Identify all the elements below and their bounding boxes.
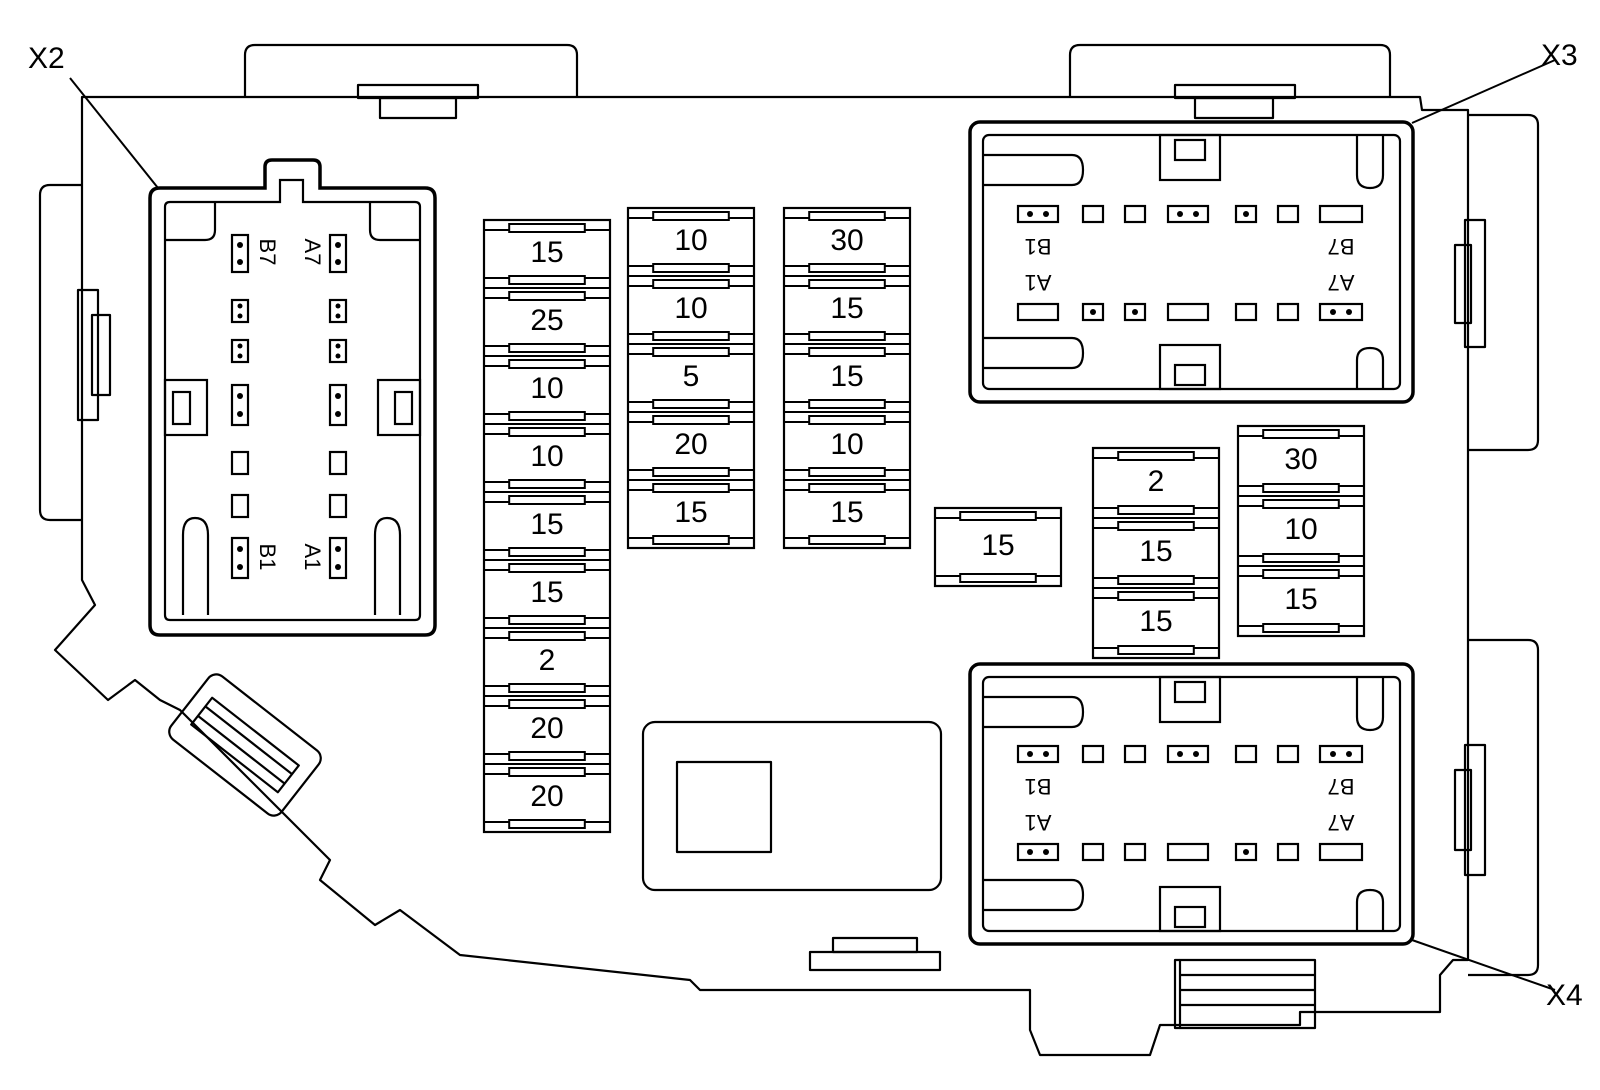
x4-pin-a1-label: A1 [1025,810,1052,835]
bottom-latch [808,950,942,972]
fuse-rating-label: 25 [530,304,563,337]
x2-pin-b7-label: B7 [255,239,280,266]
fuse-rating-label: 30 [830,224,863,257]
fuse-rating-label: 20 [530,780,563,813]
x2-callout: X2 [28,42,65,75]
diagonal-latch [168,673,322,817]
fuse-rating-label: 15 [530,508,563,541]
fuse-rating-label: 2 [539,644,556,677]
fuse: 15 [484,559,610,625]
fuse-rating-label: 20 [674,428,707,461]
fuse: 5 [628,343,754,409]
fuse: 10 [628,275,754,341]
x4-callout: X4 [1546,979,1583,1012]
fuse-rating-label: 15 [1284,583,1317,616]
fuse-bank-col2: 10 10 5 20 15 [626,206,756,550]
fuse: 10 [484,423,610,489]
fuse: 15 [784,479,910,545]
connector-x3 [968,120,1415,404]
x2-pin-a7-label: A7 [300,239,325,266]
x3-pin-a1-label: A1 [1025,270,1052,295]
x3-pin-b7-label: B7 [1328,234,1355,259]
fuse-rating-label: 15 [830,496,863,529]
right-tab-lower [1468,638,1540,977]
fuse: 10 [628,211,754,273]
fuse-rating-label: 15 [530,236,563,269]
x3-callout: X3 [1541,39,1578,72]
x4-pin-b7-label: B7 [1328,774,1355,799]
x2-leader-line [69,77,159,189]
left-tab [38,183,82,522]
fuse-bank-col1: 15 25 10 10 15 15 2 20 20 [482,218,612,834]
fuse: 10 [484,355,610,421]
fuse-bank-col5: 30 10 15 [1236,424,1366,638]
fuse-rating-label: 15 [1139,605,1172,638]
fuse-banks: 1525101015152202010105201530151510151521… [482,206,1366,834]
x3-pin-b1-label: B1 [1025,234,1052,259]
fuse: 15 [784,275,910,341]
relay-chip [675,760,773,854]
fuse-rating-label: 10 [674,292,707,325]
fuse-rating-label: 15 [530,576,563,609]
fuse: 15 [484,223,610,285]
fuse: 2 [1093,451,1219,515]
fuse-bank-single: 15 [933,506,1063,588]
fuse-rating-label: 15 [674,496,707,529]
fuse-rating-label: 10 [530,440,563,473]
right-tab-upper [1468,113,1540,452]
fuse-rating-label: 15 [981,529,1014,562]
x2-pin-b1-label: B1 [255,544,280,571]
fuse-rating-label: 10 [674,224,707,257]
bottom-clip [1178,958,1317,1030]
connector-x4 [968,662,1415,946]
fuse: 10 [1238,495,1364,563]
fuse: 15 [628,479,754,545]
fuse-bank-col3: 30 15 15 10 15 [782,206,912,550]
fuse: 15 [1238,565,1364,633]
fuse: 20 [484,695,610,761]
fuse: 15 [1093,517,1219,585]
fuse: 15 [1093,587,1219,655]
fuse-rating-label: 15 [830,292,863,325]
fuse: 15 [484,491,610,557]
x4-leader-line [1411,939,1556,991]
x2-pin-a1-label: A1 [300,544,325,571]
fuse-rating-label: 5 [683,360,700,393]
connector-x2 [148,158,437,637]
fuse: 30 [1238,429,1364,493]
fuse: 30 [784,211,910,273]
fuse-bank-col4: 2 15 15 [1091,446,1221,660]
relay-module [641,720,943,892]
fuse-rating-label: 15 [830,360,863,393]
fuse-rating-label: 10 [830,428,863,461]
fuse: 25 [484,287,610,353]
fuse-rating-label: 10 [1284,513,1317,546]
fuse: 20 [628,411,754,477]
fuse: 15 [784,343,910,409]
fuse-rating-label: 2 [1148,465,1165,498]
x4-pin-b1-label: B1 [1025,774,1052,799]
fuse-rating-label: 20 [530,712,563,745]
fuse: 10 [784,411,910,477]
fuse: 15 [935,511,1061,583]
x3-leader-line [1411,59,1556,124]
fuse: 2 [484,627,610,693]
fuse: 20 [484,763,610,829]
x4-pin-a7-label: A7 [1328,810,1355,835]
fuse-rating-label: 30 [1284,443,1317,476]
fuse-rating-label: 15 [1139,535,1172,568]
housing-outline [53,95,1470,1057]
x3-pin-a7-label: A7 [1328,270,1355,295]
top-tab-left [243,43,579,97]
top-tab-right [1068,43,1392,97]
fuse-rating-label: 10 [530,372,563,405]
